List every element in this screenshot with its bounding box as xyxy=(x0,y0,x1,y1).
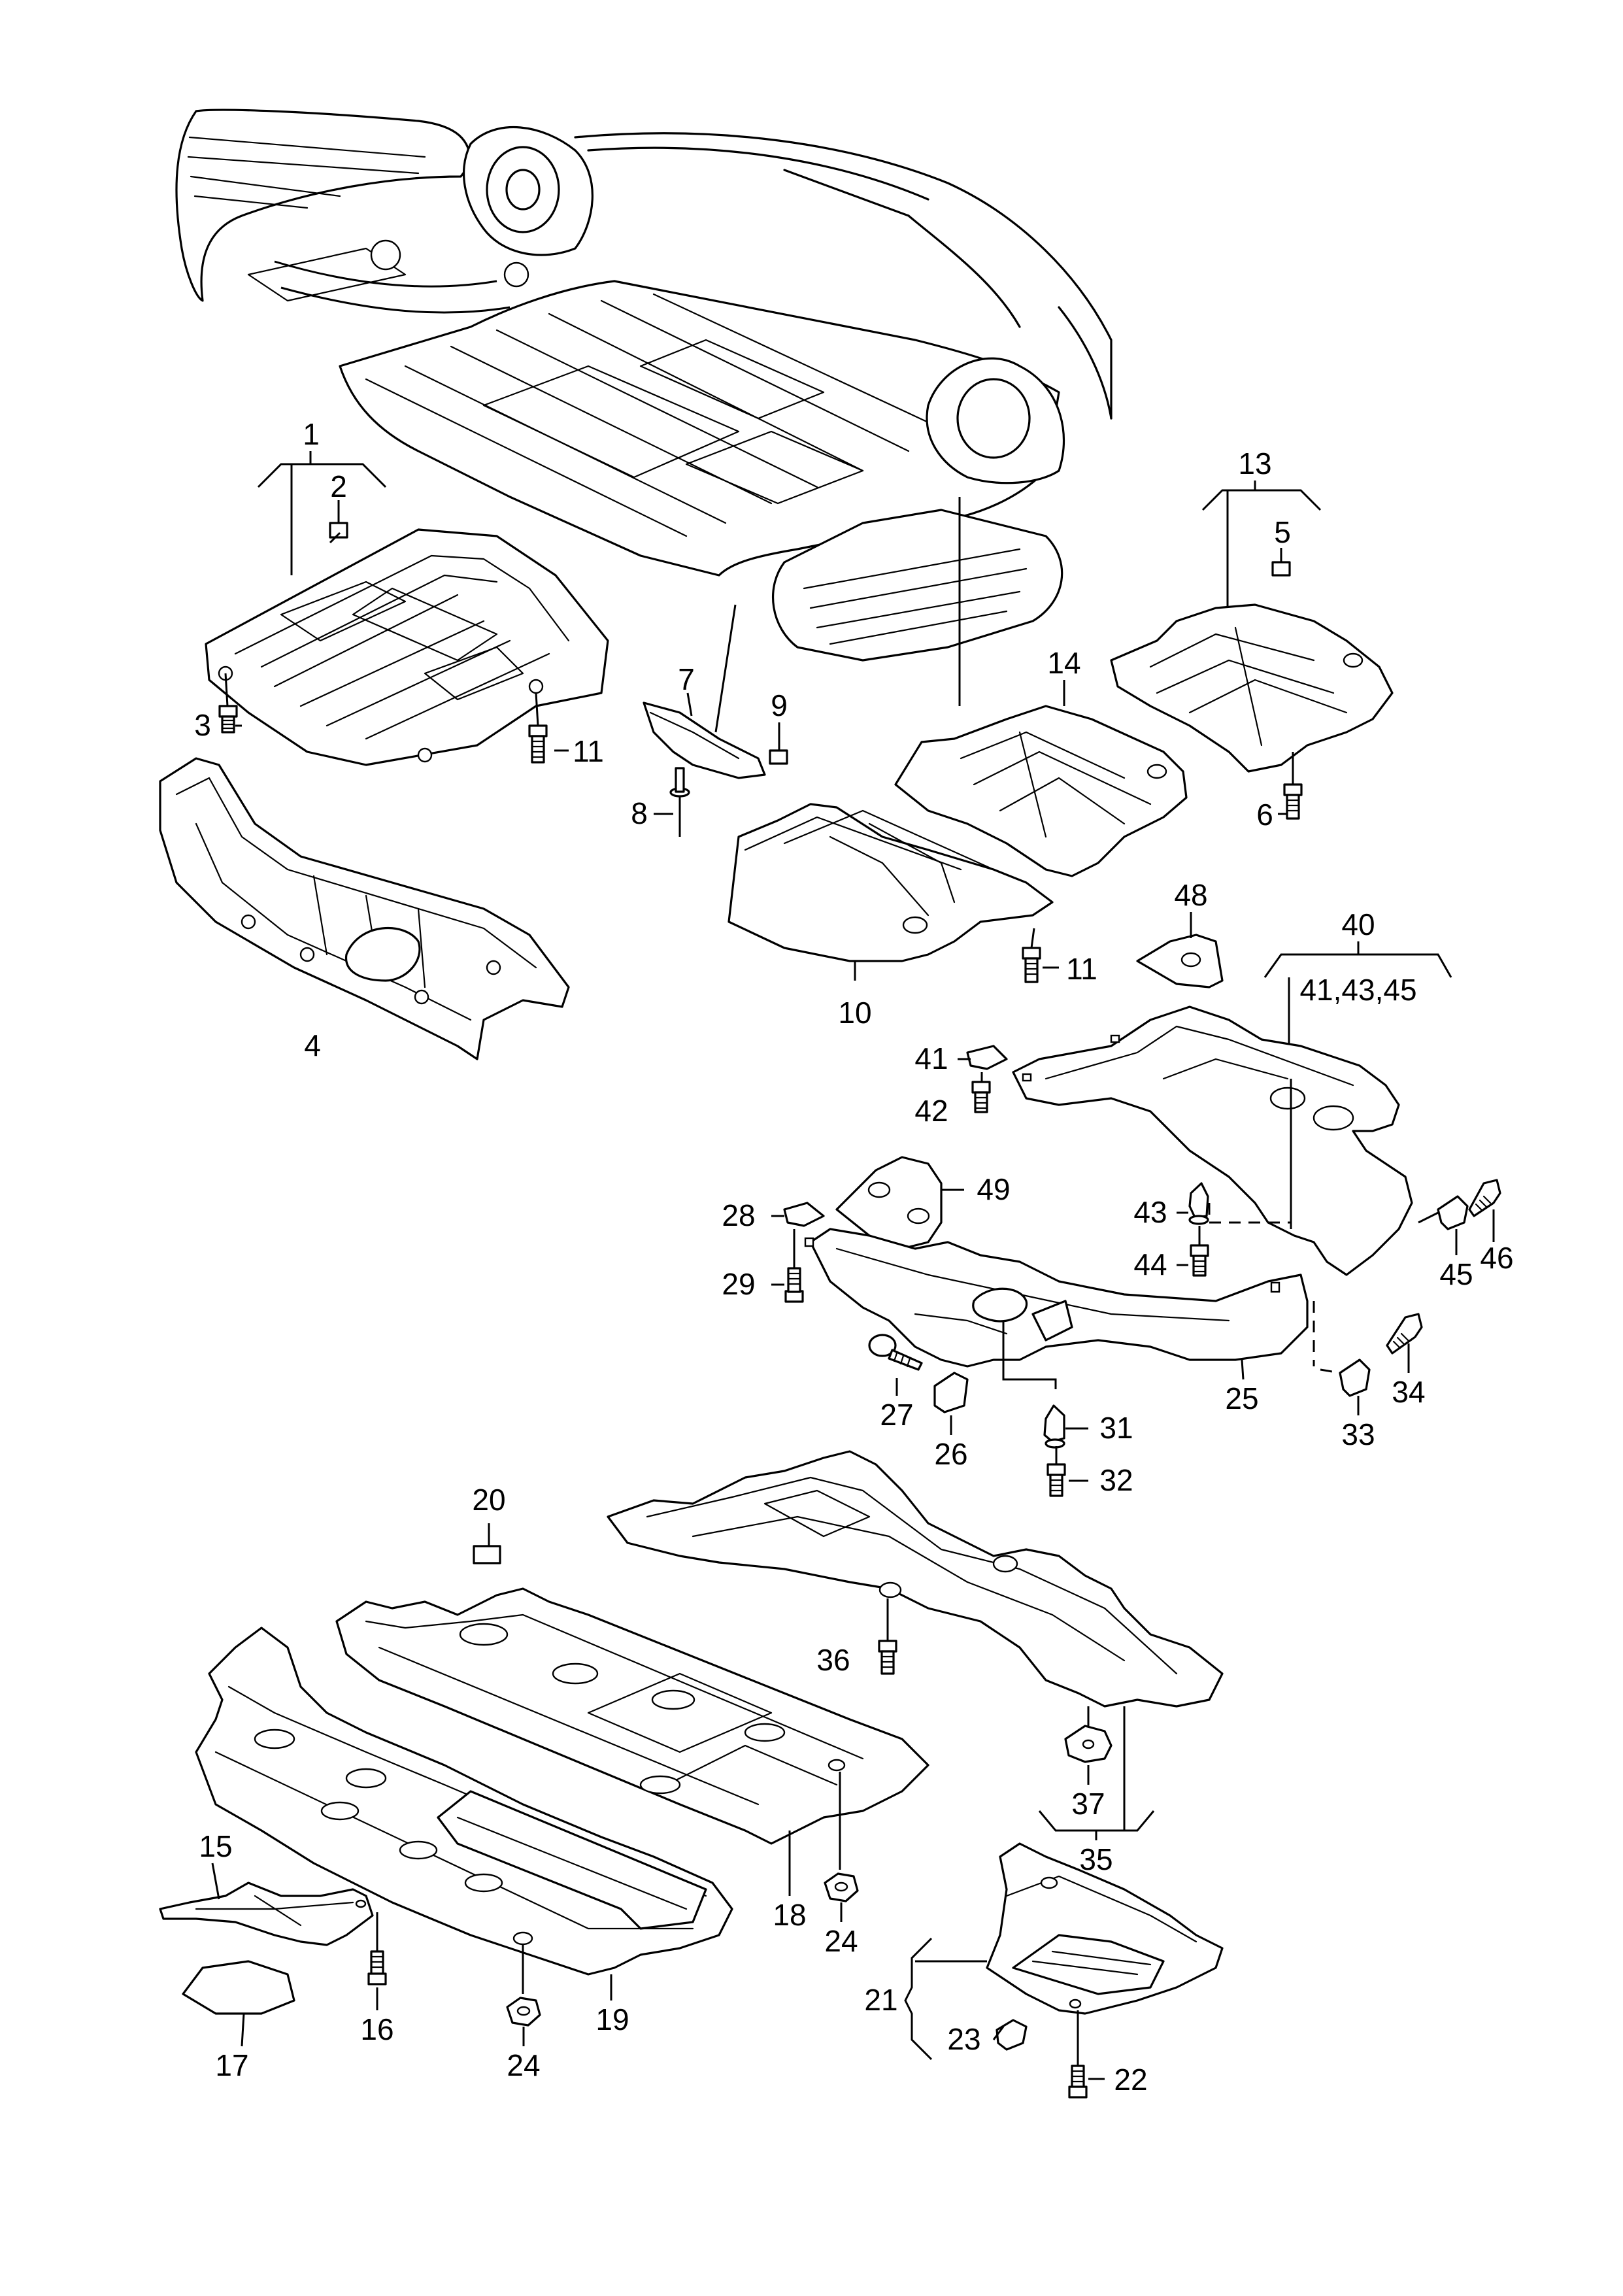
part-10-panel xyxy=(728,803,1054,962)
washer-37-icon xyxy=(1064,1725,1113,1763)
label-16: 16 xyxy=(360,2012,393,2046)
clip-9 xyxy=(769,749,788,765)
label-42: 42 xyxy=(914,1094,948,1128)
screw-16-icon xyxy=(367,1950,387,1985)
rivet-8-icon xyxy=(669,767,690,837)
label-14: 14 xyxy=(1047,646,1080,680)
label-35: 35 xyxy=(1079,1842,1113,1876)
label-46: 46 xyxy=(1480,1241,1513,1275)
screw-34-icon xyxy=(1386,1313,1423,1355)
part-14-panel xyxy=(894,705,1188,877)
part-17-pad xyxy=(182,1960,295,2015)
callout-labels: 1 2 3 4 5 6 7 8 9 10 11 11 13 14 15 16 1… xyxy=(194,417,1513,2097)
part-1-engine-undertray xyxy=(205,522,609,766)
label-7: 7 xyxy=(678,662,695,696)
part-7-bracket xyxy=(643,701,788,837)
label-44: 44 xyxy=(1133,1247,1167,1281)
label-15: 15 xyxy=(199,1829,232,1863)
label-22: 22 xyxy=(1114,2063,1147,2097)
label-9: 9 xyxy=(771,688,788,722)
label-40: 40 xyxy=(1341,907,1375,941)
clip-41-icon xyxy=(966,1045,1008,1070)
label-1: 1 xyxy=(303,417,320,451)
label-10: 10 xyxy=(838,996,871,1030)
label-11a: 11 xyxy=(573,734,604,768)
clip-26-icon xyxy=(933,1372,969,1413)
screw-11-icon xyxy=(528,724,548,764)
screw-6-icon xyxy=(1283,783,1303,820)
label-2: 2 xyxy=(330,469,347,503)
label-40-sub: 41,43,45 xyxy=(1299,973,1416,1007)
clip-5 xyxy=(1271,561,1291,577)
label-20: 20 xyxy=(472,1483,505,1517)
screw-11b-icon xyxy=(1022,947,1041,983)
part-40-heat-shield xyxy=(1012,1005,1413,1276)
label-17: 17 xyxy=(215,2048,248,2082)
label-27: 27 xyxy=(880,1398,913,1432)
label-33: 33 xyxy=(1341,1417,1375,1451)
label-24a: 24 xyxy=(824,1924,858,1958)
label-34: 34 xyxy=(1392,1375,1425,1409)
label-8: 8 xyxy=(631,796,648,830)
part-25-heat-shield xyxy=(804,1228,1309,1368)
nut-43-icon xyxy=(1188,1182,1209,1225)
label-45: 45 xyxy=(1439,1257,1473,1291)
label-6: 6 xyxy=(1256,798,1273,832)
part-4-panel xyxy=(159,757,570,1060)
label-4: 4 xyxy=(304,1028,321,1062)
label-36: 36 xyxy=(816,1643,850,1677)
clip-20 xyxy=(473,1545,501,1564)
label-13: 13 xyxy=(1238,447,1271,481)
part-15-bracket xyxy=(159,1882,374,1946)
screw-32-icon xyxy=(1046,1463,1066,1497)
label-24b: 24 xyxy=(507,2048,540,2082)
clip-28-icon xyxy=(783,1202,825,1227)
label-43: 43 xyxy=(1133,1195,1167,1229)
label-21: 21 xyxy=(864,1983,897,2017)
part-13-panel xyxy=(1110,561,1394,773)
nut-24b-icon xyxy=(506,1997,541,2027)
label-28: 28 xyxy=(722,1198,755,1232)
label-41: 41 xyxy=(914,1041,948,1075)
label-37: 37 xyxy=(1071,1787,1105,1821)
clip-23-icon xyxy=(996,2019,1028,2051)
nut-31-icon xyxy=(1043,1404,1065,1449)
label-3: 3 xyxy=(194,708,211,742)
screw-46-icon xyxy=(1468,1179,1501,1217)
nut-45-icon xyxy=(1437,1195,1469,1230)
nut-24a-icon xyxy=(824,1872,859,1902)
label-32: 32 xyxy=(1099,1463,1133,1497)
screw-44-icon xyxy=(1190,1244,1209,1277)
label-49: 49 xyxy=(977,1172,1010,1206)
nut-33-icon xyxy=(1339,1359,1371,1397)
label-25: 25 xyxy=(1225,1381,1258,1415)
screw-22-icon xyxy=(1068,2065,1088,2099)
screw-42-icon xyxy=(971,1081,991,1113)
label-18: 18 xyxy=(773,1898,806,1932)
label-48: 48 xyxy=(1174,878,1207,912)
label-11b: 11 xyxy=(1066,952,1097,986)
label-31: 31 xyxy=(1099,1411,1133,1445)
screw-36-icon xyxy=(878,1640,897,1675)
label-23: 23 xyxy=(947,2022,980,2056)
label-19: 19 xyxy=(595,2002,629,2036)
part-35-tunnel-panel xyxy=(607,1450,1224,1708)
screw-27-icon xyxy=(868,1334,923,1371)
label-29: 29 xyxy=(722,1267,755,1301)
vehicle-underbody xyxy=(175,109,1113,662)
screw-29-icon xyxy=(784,1267,804,1303)
label-5: 5 xyxy=(1274,515,1291,549)
part-19-underbody-panel xyxy=(195,1627,733,1976)
label-26: 26 xyxy=(934,1437,967,1471)
part-21-panel xyxy=(986,1842,1224,2015)
screw-3-icon xyxy=(218,705,238,734)
part-48-pad xyxy=(1136,934,1224,988)
part-18-underbody-panel xyxy=(335,1545,929,1845)
